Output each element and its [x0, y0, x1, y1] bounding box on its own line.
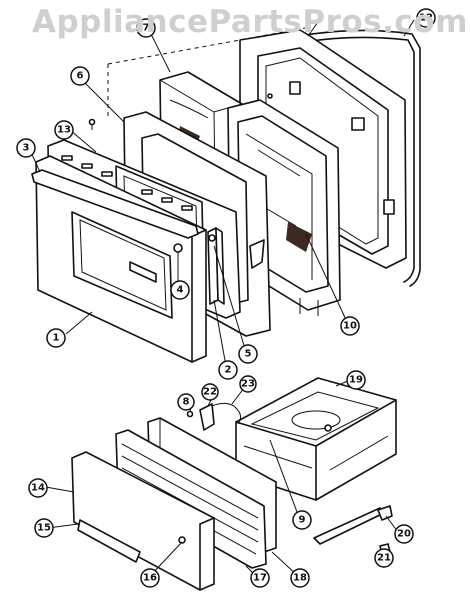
drawer-front	[71, 451, 215, 591]
callout-17: 17	[250, 568, 270, 588]
callout-15-circle	[34, 518, 54, 538]
callout-1-circle	[46, 328, 66, 348]
callout-10-circle	[340, 316, 360, 336]
door-hinges	[207, 227, 225, 305]
callout-15: 15	[34, 518, 54, 538]
callout-17-label: 17	[253, 573, 267, 584]
callout-14-circle	[28, 478, 48, 498]
callout-23-circle	[239, 375, 257, 393]
door-handle	[31, 169, 199, 239]
callout-16: 16	[140, 568, 160, 588]
callout-13-circle	[54, 120, 74, 140]
callout-23: 23	[239, 375, 257, 393]
callout-20-circle	[394, 524, 414, 544]
callout-4-label: 4	[177, 285, 184, 296]
callout-21: 21	[374, 548, 394, 568]
callout-8-label: 8	[183, 397, 190, 408]
callout-9: 9	[292, 510, 312, 530]
callout-3-circle	[16, 138, 36, 158]
callout-3: 3	[16, 138, 36, 158]
callout-7: 7	[136, 18, 156, 38]
callout-1: 1	[46, 328, 66, 348]
callout-8: 8	[177, 393, 195, 411]
door-gasket	[299, 29, 421, 287]
callout-9-label: 9	[299, 515, 306, 526]
callout-5-label: 5	[245, 349, 252, 360]
callout-7-circle	[136, 18, 156, 38]
callout-6-circle	[70, 66, 90, 86]
callout-6-label: 6	[77, 71, 84, 82]
callout-13-label: 13	[57, 125, 71, 136]
callout-1-label: 1	[53, 333, 60, 344]
callout-5-circle	[238, 344, 258, 364]
callout-3-label: 3	[23, 143, 30, 154]
callout-2-label: 2	[225, 365, 232, 376]
callout-13: 13	[54, 120, 74, 140]
callout-21-label: 21	[377, 553, 391, 564]
drawer-slide	[313, 505, 393, 545]
callout-18: 18	[290, 568, 310, 588]
vent-slots	[61, 155, 193, 211]
callout-22-circle	[201, 383, 219, 401]
watermark: AppliancePartsPros.com	[32, 4, 468, 40]
callout-9-circle	[292, 510, 312, 530]
callout-6: 6	[70, 66, 90, 86]
callout-17-circle	[250, 568, 270, 588]
callout-2-circle	[218, 360, 238, 380]
bracket-assembly	[186, 402, 242, 431]
callout-14: 14	[28, 478, 48, 498]
callout-5: 5	[238, 344, 258, 364]
callout-19-circle	[346, 370, 366, 390]
callout-19: 19	[346, 370, 366, 390]
callout-15-label: 15	[37, 523, 51, 534]
outer-door	[35, 155, 207, 363]
callout-4-circle	[170, 280, 190, 300]
callout-14-label: 14	[31, 483, 45, 494]
callout-22-label: 22	[203, 387, 217, 398]
callout-8-circle	[177, 393, 195, 411]
callout-4: 4	[170, 280, 190, 300]
callout-12: 12	[416, 8, 436, 28]
callout-7-label: 7	[143, 23, 150, 34]
callout-19-label: 19	[349, 375, 363, 386]
callout-10: 10	[340, 316, 360, 336]
callout-12-label: 12	[419, 13, 433, 24]
callout-18-circle	[290, 568, 310, 588]
callout-21-circle	[374, 548, 394, 568]
callout-12-circle	[416, 8, 436, 28]
callout-2: 2	[218, 360, 238, 380]
screws	[88, 93, 273, 130]
callout-16-circle	[140, 568, 160, 588]
callout-10-label: 10	[343, 321, 357, 332]
callout-20: 20	[394, 524, 414, 544]
callout-18-label: 18	[293, 573, 307, 584]
callout-22: 22	[201, 383, 219, 401]
callout-20-label: 20	[397, 529, 411, 540]
callout-23-label: 23	[241, 379, 255, 390]
callout-16-label: 16	[143, 573, 157, 584]
